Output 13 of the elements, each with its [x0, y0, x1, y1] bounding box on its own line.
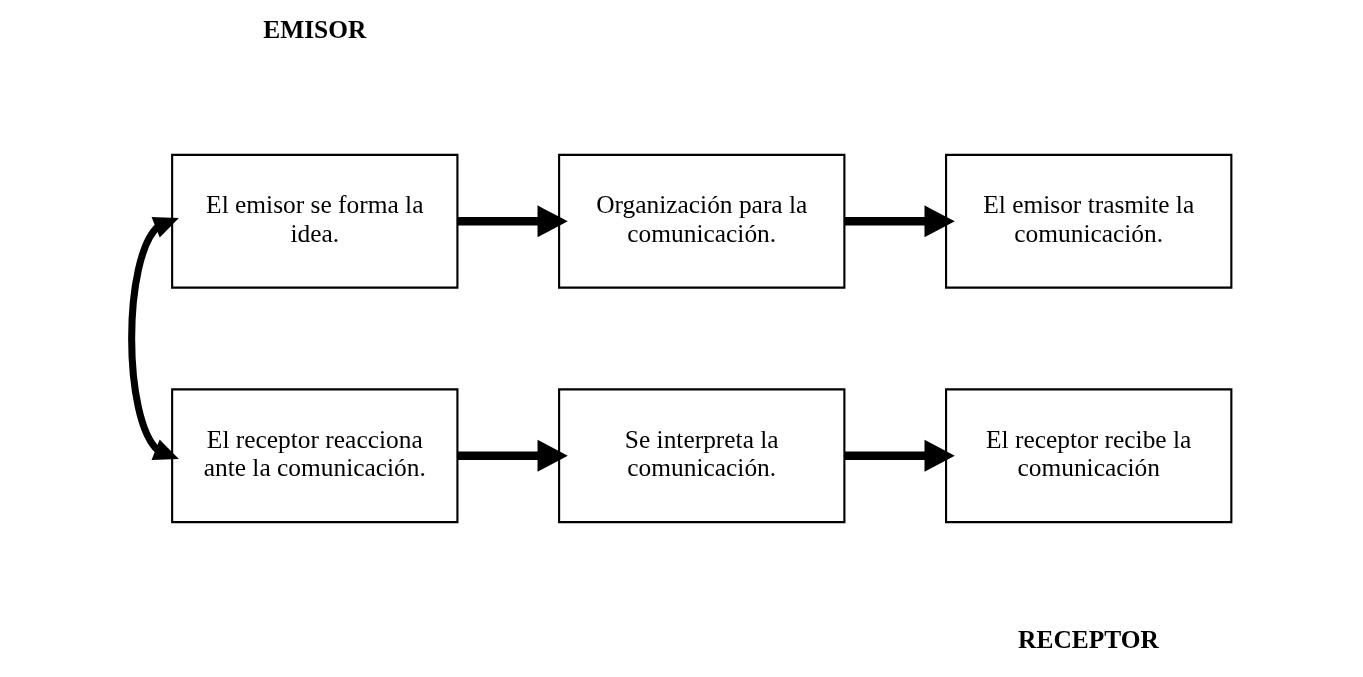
- label: EMISOR: [263, 15, 367, 44]
- node-box: El emisor trasmite la comunicación.: [945, 153, 1233, 289]
- node-box: El emisor se forma la idea.: [171, 153, 459, 289]
- arrow: [844, 439, 955, 472]
- node-box: Organización para la comunicación.: [558, 153, 846, 289]
- arrow: [457, 205, 568, 238]
- node-box: El receptor reacciona ante la comunicación.: [171, 388, 459, 524]
- arrow: [457, 439, 568, 472]
- arrow: [128, 217, 179, 460]
- label: RECEPTOR: [1018, 625, 1159, 654]
- node-box: Se interpreta la comunicación.: [558, 388, 846, 524]
- node-box: El receptor recibe la comunicación: [945, 388, 1233, 524]
- arrow: [844, 205, 955, 238]
